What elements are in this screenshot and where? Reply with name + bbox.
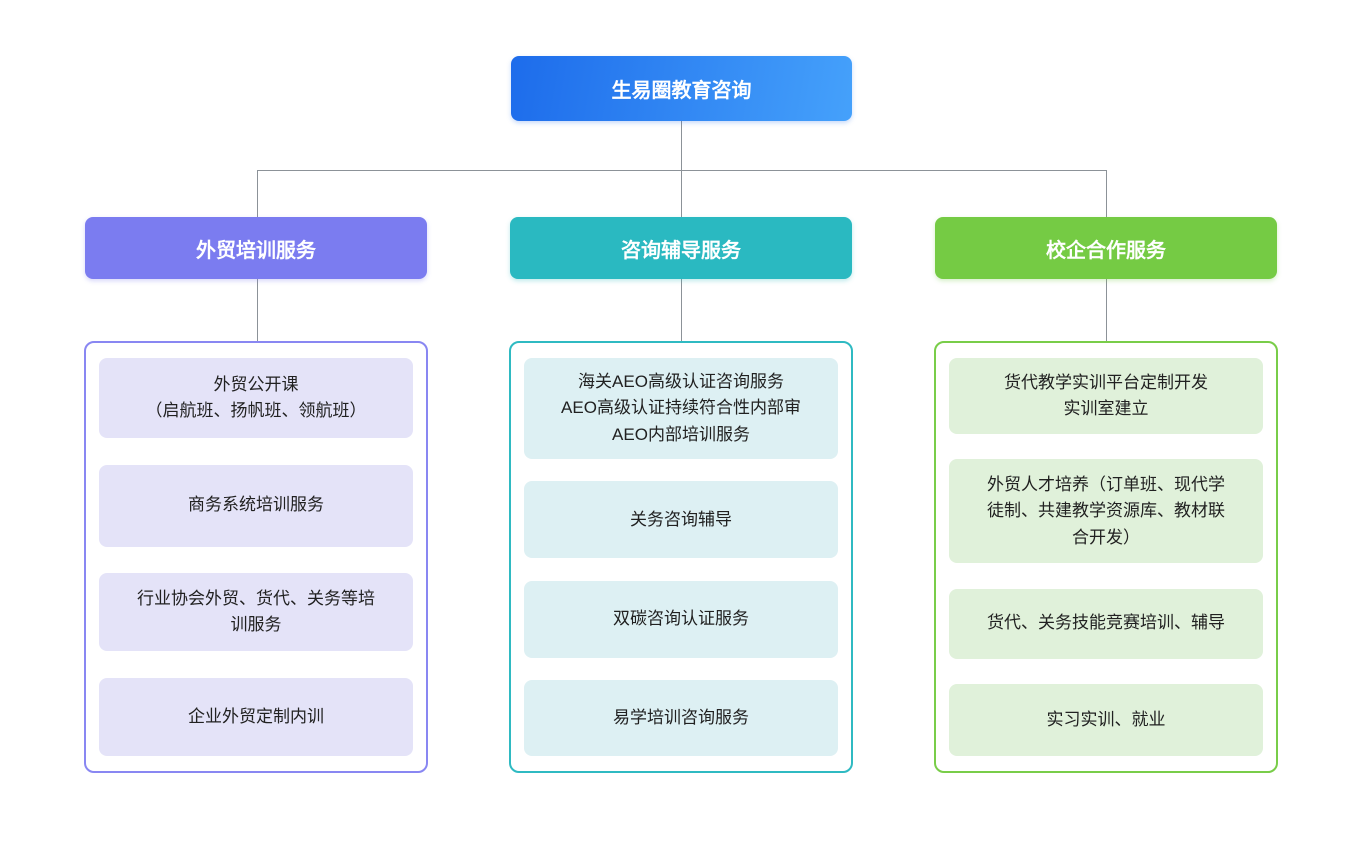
- connector-branch-1-to-group: [257, 279, 258, 342]
- branch-item: 外贸公开课 （启航班、扬帆班、领航班）: [99, 358, 413, 438]
- branch-item: 易学培训咨询服务: [524, 679, 838, 756]
- branch-item: 双碳咨询认证服务: [524, 580, 838, 658]
- branch-item: 企业外贸定制内训: [99, 677, 413, 756]
- branch-group-school-enterprise-cooperation: 货代教学实训平台定制开发 实训室建立 外贸人才培养（订单班、现代学 徒制、共建教…: [934, 341, 1278, 773]
- branch-group-foreign-trade-training: 外贸公开课 （启航班、扬帆班、领航班） 商务系统培训服务 行业协会外贸、货代、关…: [84, 341, 428, 773]
- connector-branch-3-to-group: [1106, 279, 1107, 342]
- branch-item: 行业协会外贸、货代、关务等培 训服务: [99, 573, 413, 652]
- branch-header-consulting-coaching: 咨询辅导服务: [510, 217, 852, 279]
- branch-item: 商务系统培训服务: [99, 464, 413, 547]
- branch-item: 货代教学实训平台定制开发 实训室建立: [949, 358, 1263, 434]
- connector-drop-branch-3: [1106, 170, 1107, 218]
- branch-item: 实习实训、就业: [949, 683, 1263, 756]
- branch-item: 货代、关务技能竞赛培训、辅导: [949, 588, 1263, 659]
- connector-root-vertical: [681, 121, 682, 218]
- branch-item: 关务咨询辅导: [524, 481, 838, 559]
- branch-header-foreign-trade-training: 外贸培训服务: [85, 217, 427, 279]
- branch-group-consulting-coaching: 海关AEO高级认证咨询服务 AEO高级认证持续符合性内部审 AEO内部培训服务 …: [509, 341, 853, 773]
- branch-header-label: 咨询辅导服务: [621, 239, 741, 262]
- connector-branch-2-to-group: [681, 279, 682, 342]
- connector-drop-branch-1: [257, 170, 258, 218]
- branch-header-label: 校企合作服务: [1046, 239, 1166, 262]
- branch-item: 外贸人才培养（订单班、现代学 徒制、共建教学资源库、教材联 合开发）: [949, 459, 1263, 564]
- branch-header-label: 外贸培训服务: [196, 239, 316, 262]
- root-node: 生易圈教育咨询: [511, 56, 852, 121]
- root-node-title: 生易圈教育咨询: [611, 80, 752, 102]
- branch-header-school-enterprise-cooperation: 校企合作服务: [935, 217, 1277, 279]
- branch-item: 海关AEO高级认证咨询服务 AEO高级认证持续符合性内部审 AEO内部培训服务: [524, 358, 838, 459]
- connector-horizontal: [257, 170, 1106, 171]
